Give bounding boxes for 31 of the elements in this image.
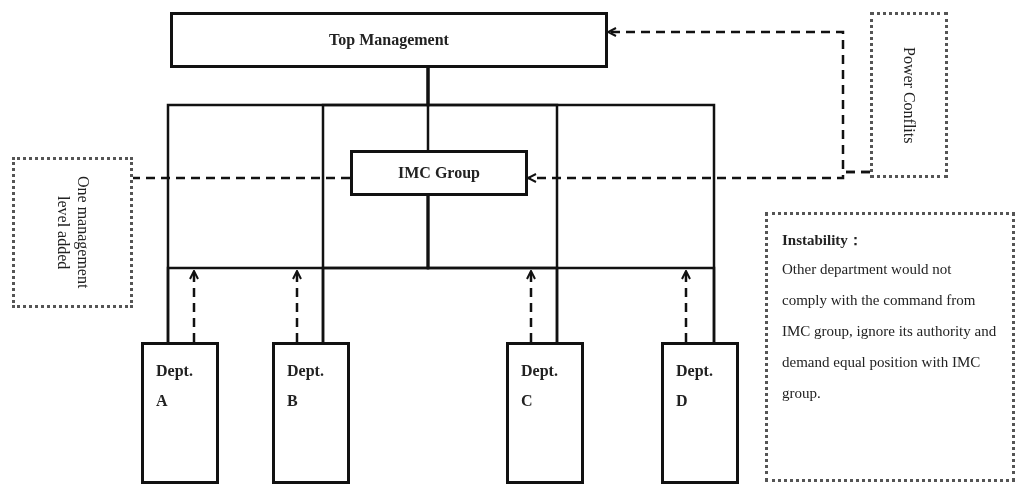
department-box <box>506 342 584 484</box>
org-box <box>350 150 528 196</box>
department-label: C <box>521 393 534 409</box>
department-label: D <box>676 393 689 409</box>
department-box <box>661 342 739 484</box>
dashed-arrow <box>681 270 691 342</box>
connector-line <box>426 68 430 150</box>
dashed-arrow <box>526 270 536 342</box>
department-label: A <box>156 393 169 409</box>
department-label: Dept. <box>287 363 325 379</box>
node-label: IMC Group <box>398 164 480 182</box>
dashed-arrow <box>527 170 870 183</box>
dotted-note-box <box>870 12 948 178</box>
department-box <box>141 342 219 484</box>
dashed-arrow <box>292 270 302 342</box>
note-label: Power Conflits <box>900 46 919 144</box>
connector-line <box>426 196 716 342</box>
note-label: One management level added <box>53 175 93 291</box>
department-label: B <box>287 393 299 409</box>
department-label: Dept. <box>521 363 559 379</box>
dashed-arrow <box>189 270 199 342</box>
org-box <box>170 12 608 68</box>
note-heading: Instability： <box>782 231 864 250</box>
note-text: Other department would not comply with the command from IMC group, ignore its authority and demand equal position with IMC group. <box>782 260 998 403</box>
department-box <box>272 342 350 484</box>
department-label: Dept. <box>676 363 714 379</box>
dotted-note-box <box>12 157 133 308</box>
dotted-note-box <box>765 212 1015 482</box>
department-label: Dept. <box>156 363 194 379</box>
node-label: Top Management <box>329 31 449 49</box>
dashed-line <box>133 176 350 180</box>
